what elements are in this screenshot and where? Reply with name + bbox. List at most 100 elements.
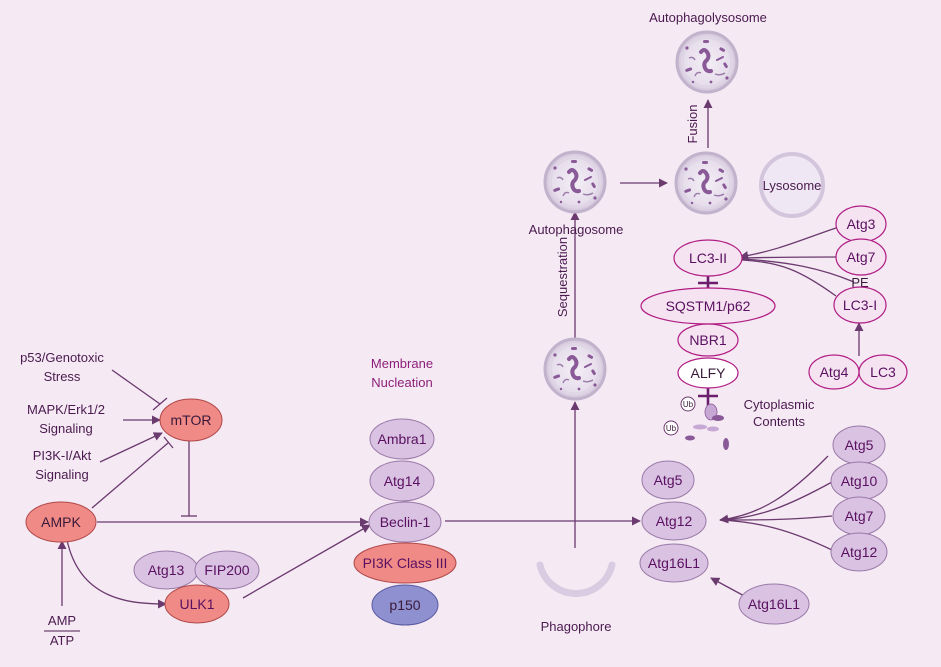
conj-atg7-label: Atg7 — [845, 508, 874, 524]
ulk1-label: ULK1 — [179, 596, 214, 612]
conj-atg7-node: Atg7 — [832, 496, 886, 536]
atg4-node: Atg4 — [808, 354, 860, 390]
alfy-label: ALFY — [690, 365, 726, 381]
pi3k-class3-label: PI3K Class III — [363, 555, 448, 571]
atg14-label: Atg14 — [384, 473, 421, 489]
atg13-label: Atg13 — [148, 562, 185, 578]
atg7-label: Atg7 — [847, 249, 876, 265]
mtor-node: mTOR — [159, 398, 223, 442]
membrane-nucleation-line2: Nucleation — [371, 375, 432, 390]
fusing-vesicle-icon — [676, 153, 736, 213]
p53-label-line2: Stress — [44, 369, 81, 384]
phagophore-label: Phagophore — [541, 619, 612, 634]
connector-lines — [57, 99, 864, 609]
mapk-label-line1: MAPK/Erk1/2 — [27, 402, 105, 417]
ulk1-to-beclin-arrow — [242, 524, 371, 599]
autophagolysosome-label: Autophagolysosome — [649, 10, 767, 25]
atg5-label: Atg5 — [654, 472, 683, 488]
ubiquitin-label: Ub — [683, 400, 694, 409]
fip200-node: FIP200 — [194, 550, 260, 590]
atg5-to-atg12-arrow — [719, 455, 829, 524]
atg12-to-atg12-line — [719, 519, 833, 551]
ulk1-node: ULK1 — [164, 584, 230, 624]
conj-atg12-node: Atg12 — [830, 532, 888, 572]
ubiquitin-label: Ub — [666, 424, 677, 433]
atg3-to-lc3ii-arrow — [739, 227, 837, 261]
conj-atg10-label: Atg10 — [841, 473, 878, 489]
lc3-label: LC3 — [870, 364, 896, 380]
nbr1-label: NBR1 — [689, 332, 727, 348]
lc3ii-node: LC3-II — [673, 239, 743, 277]
atg3-node: Atg3 — [835, 205, 887, 243]
conj-atg12-label: Atg12 — [841, 544, 878, 560]
autophagosome-label: Autophagosome — [529, 222, 624, 237]
mapk-label-line2: Signaling — [39, 421, 93, 436]
cargo-particle — [685, 435, 695, 441]
sequestering-vesicle-icon — [545, 339, 605, 399]
atg4-label: Atg4 — [820, 364, 849, 380]
pi3k-akt-label-line1: PI3K-I/Akt — [33, 448, 92, 463]
atg12-node: Atg12 — [641, 501, 707, 541]
cargo-particle — [712, 415, 724, 421]
cytoplasmic-contents: Ub Ub — [663, 396, 729, 450]
fusion-label: Fusion — [685, 104, 700, 143]
atg10-to-atg12-line — [719, 481, 833, 521]
atg7-to-atg12-line — [719, 515, 833, 521]
pe-to-lc3ii-line — [741, 258, 855, 283]
lysosome: Lysosome — [759, 152, 825, 218]
conj-atg10-node: Atg10 — [830, 461, 888, 501]
ubiquitin-icon — [680, 396, 696, 412]
mtor-label: mTOR — [171, 412, 212, 428]
p53-label-line1: p53/Genotoxic — [20, 350, 104, 365]
p150-label: p150 — [389, 597, 420, 613]
beclin1-node: Beclin-1 — [368, 501, 442, 543]
membrane-nucleation-line1: Membrane — [371, 356, 433, 371]
atg12-label: Atg12 — [656, 513, 693, 529]
fip200-label: FIP200 — [204, 562, 249, 578]
pe-label: PE — [851, 275, 869, 290]
atg14-node: Atg14 — [369, 460, 435, 502]
cytoplasmic-contents-line2: Contents — [753, 414, 806, 429]
atg13-node: Atg13 — [133, 550, 199, 590]
pi3k-to-mtor-arrow — [99, 432, 163, 463]
lc3i-node: LC3-I — [833, 286, 887, 324]
cargo-particle — [693, 424, 707, 430]
inhibition-bar — [163, 436, 174, 449]
ampk-to-ulk1-arrow — [66, 539, 167, 609]
pi3k-class3-node: PI3K Class III — [353, 542, 457, 584]
lc3-node: LC3 — [858, 354, 908, 390]
amp-label: AMP — [48, 613, 76, 628]
ampk-label: AMPK — [41, 514, 81, 530]
lysosome-icon — [759, 152, 825, 218]
sqstm1-node: SQSTM1/p62 — [640, 287, 776, 325]
conj-atg5-label: Atg5 — [845, 437, 874, 453]
sequestration-label: Sequestration — [555, 237, 570, 317]
atg7-node: Atg7 — [835, 238, 887, 276]
cargo-particle — [723, 438, 729, 450]
lc3i-label: LC3-I — [843, 297, 877, 313]
atg3-label: Atg3 — [847, 216, 876, 232]
lc3ii-label: LC3-II — [689, 250, 727, 266]
atg16l1-input-arrow — [710, 577, 749, 599]
autophagosome-icon — [545, 152, 605, 212]
ampk-node: AMPK — [25, 501, 97, 543]
cargo-particle — [707, 426, 719, 432]
p53-inhibits-mtor-line — [111, 369, 161, 405]
autophagolysosome-icon — [677, 32, 737, 92]
lc3i-to-lc3ii-line — [741, 259, 837, 297]
nbr1-node: NBR1 — [677, 323, 739, 357]
atg16l1-input-label: Atg16L1 — [748, 596, 800, 612]
cytoplasmic-contents-line1: Cytoplasmic — [744, 397, 815, 412]
conj-atg5-node: Atg5 — [832, 425, 886, 465]
lysosome-label: Lysosome — [763, 178, 822, 193]
ampk-inhibits-mtor-line — [91, 442, 169, 509]
beclin1-label: Beclin-1 — [380, 514, 431, 530]
sqstm1-label: SQSTM1/p62 — [666, 298, 751, 314]
ambra1-label: Ambra1 — [377, 431, 426, 447]
atg16l1-node: Atg16L1 — [639, 543, 709, 583]
atg16l1-input-node: Atg16L1 — [738, 583, 810, 625]
atg7-to-lc3ii-line — [741, 256, 837, 259]
alfy-node: ALFY — [677, 357, 739, 389]
atg5-node: Atg5 — [641, 460, 695, 500]
